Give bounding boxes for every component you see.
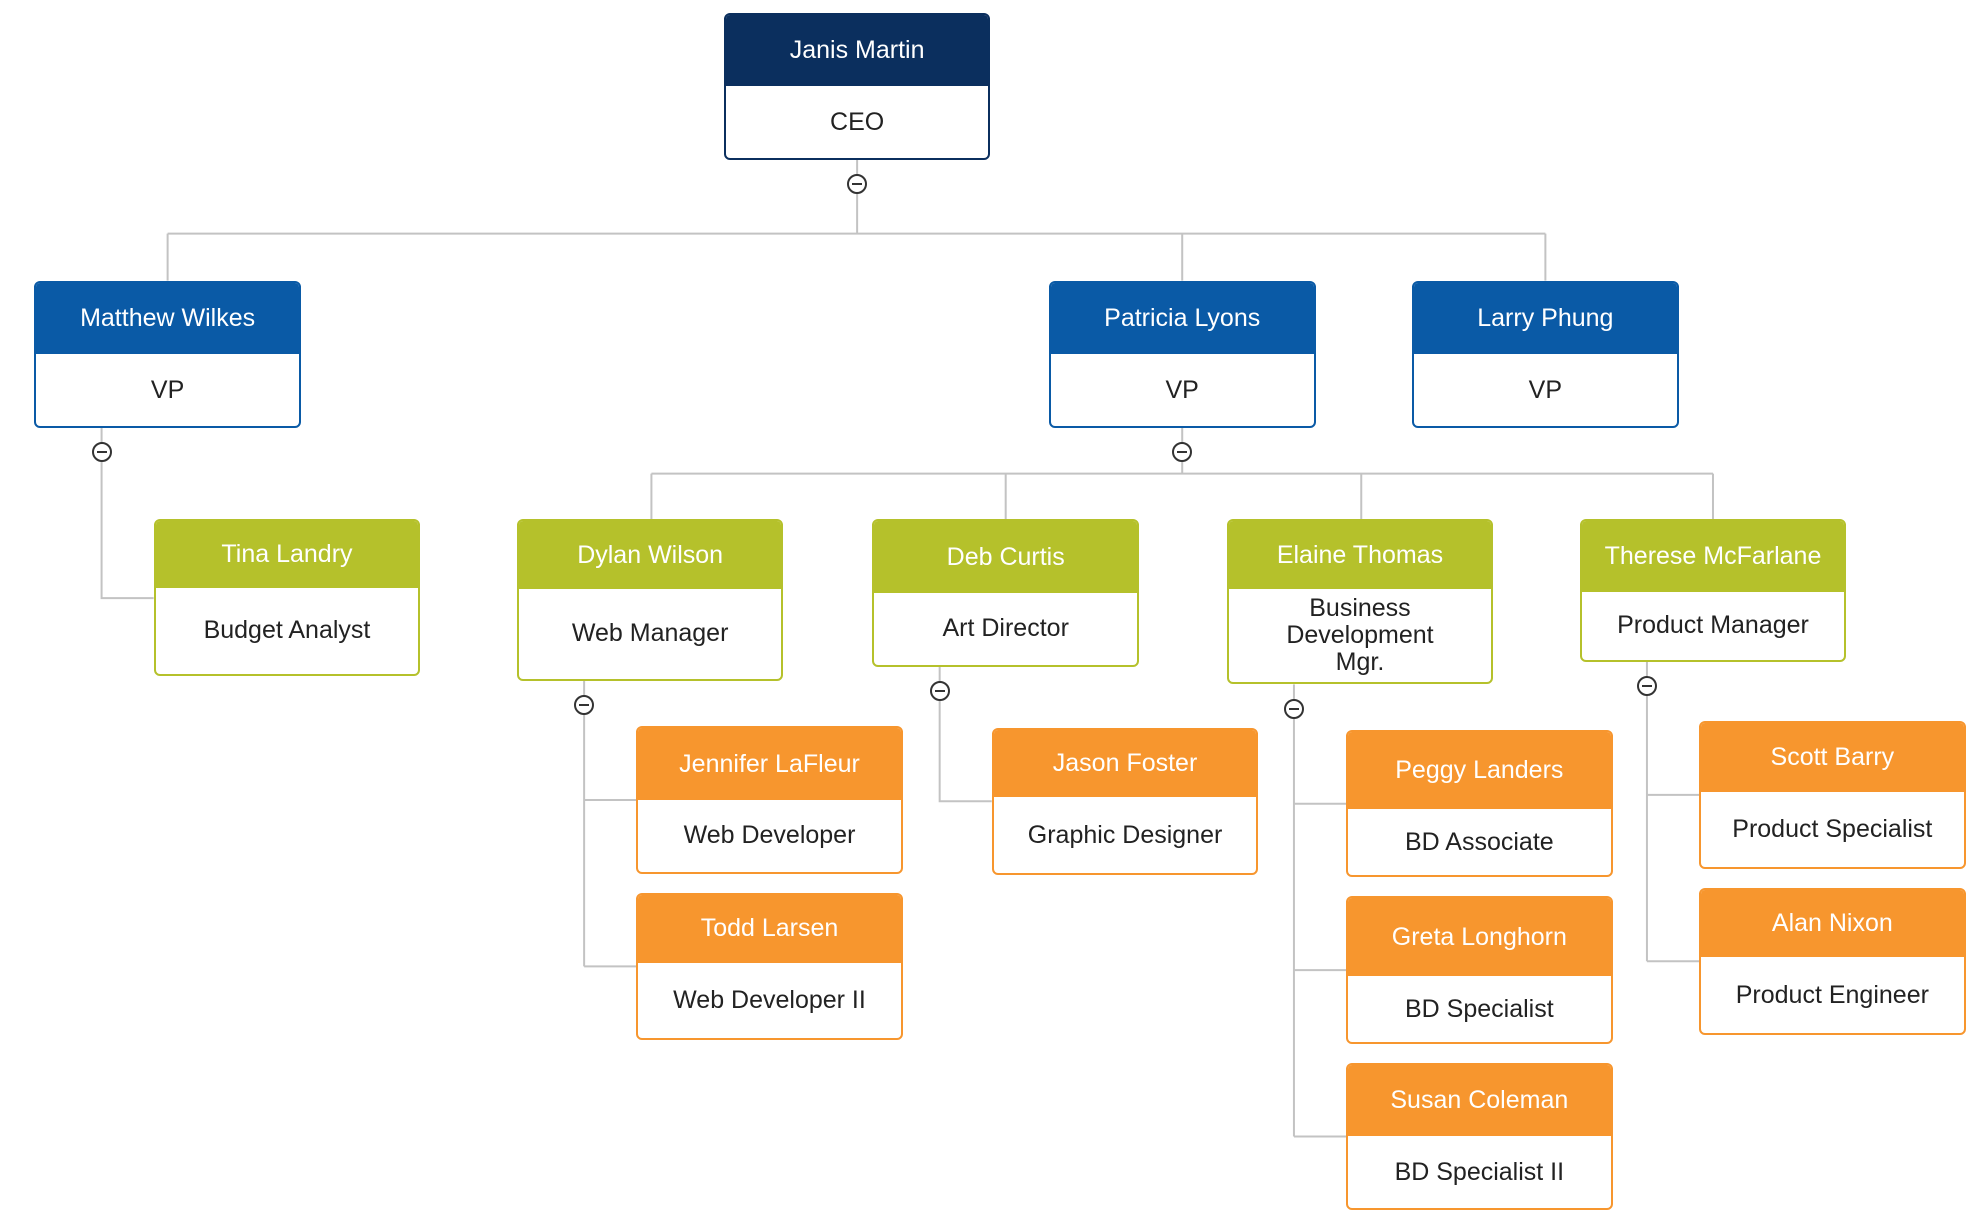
node-name: Matthew Wilkes: [36, 282, 299, 355]
connector-line: [938, 666, 992, 803]
collapse-elaine-minus-icon[interactable]: [1283, 698, 1304, 719]
node-name: Jennifer LaFleur: [638, 728, 901, 800]
node-name: Elaine Thomas: [1228, 521, 1492, 590]
node-title: Web Developer: [683, 821, 856, 850]
node-name: Larry Phung: [1414, 282, 1677, 355]
node-title: Business Development Mgr.: [1286, 594, 1434, 677]
org-node-greta[interactable]: Greta Longhorn BD Specialist: [1346, 896, 1613, 1044]
org-node-peggy[interactable]: Peggy Landers BD Associate: [1346, 730, 1613, 878]
collapse-patricia-minus-icon[interactable]: [1172, 442, 1193, 463]
node-name: Tina Landry: [155, 521, 419, 588]
connector-line: [166, 159, 1547, 281]
node-name: Peggy Landers: [1348, 732, 1611, 809]
org-node-susan[interactable]: Susan Coleman BD Specialist II: [1346, 1062, 1613, 1211]
connector-line: [100, 427, 154, 600]
node-name: Greta Longhorn: [1348, 898, 1611, 977]
node-name: Dylan Wilson: [518, 521, 782, 590]
node-title: Graphic Designer: [1027, 820, 1223, 849]
node-name: Therese McFarlane: [1581, 521, 1845, 592]
node-name: Todd Larsen: [638, 894, 901, 963]
node-title: BD Specialist II: [1394, 1157, 1565, 1186]
node-name: Jason Foster: [993, 729, 1257, 798]
node-name: Deb Curtis: [874, 521, 1138, 593]
node-title: CEO: [830, 107, 885, 136]
node-title: BD Associate: [1404, 827, 1554, 856]
node-name: Alan Nixon: [1701, 889, 1964, 958]
connector-line: [1645, 661, 1700, 963]
connector-line: [583, 680, 637, 968]
collapse-deb-minus-icon[interactable]: [929, 680, 950, 701]
node-title: VP: [1165, 375, 1199, 404]
collapse-dylan-minus-icon[interactable]: [574, 694, 595, 715]
node-title: VP: [150, 375, 185, 404]
node-title: Product Specialist: [1732, 814, 1933, 843]
node-title: BD Specialist: [1404, 994, 1554, 1023]
collapse-janis-minus-icon[interactable]: [847, 174, 868, 195]
node-name: Scott Barry: [1701, 723, 1964, 793]
collapse-matthew-minus-icon[interactable]: [91, 442, 112, 463]
node-title: Web Manager: [571, 619, 729, 648]
node-title: Art Director: [942, 614, 1069, 643]
connector-line: [1292, 684, 1347, 1138]
node-name: Patricia Lyons: [1050, 282, 1314, 355]
node-title: Budget Analyst: [203, 616, 371, 645]
node-title: Product Manager: [1617, 611, 1809, 640]
node-name: Susan Coleman: [1348, 1064, 1611, 1137]
node-name: Janis Martin: [725, 14, 989, 87]
node-title: VP: [1528, 375, 1563, 404]
node-title: Web Developer II: [673, 985, 866, 1014]
node-title: Product Engineer: [1735, 980, 1929, 1009]
collapse-therese-minus-icon[interactable]: [1636, 675, 1657, 696]
